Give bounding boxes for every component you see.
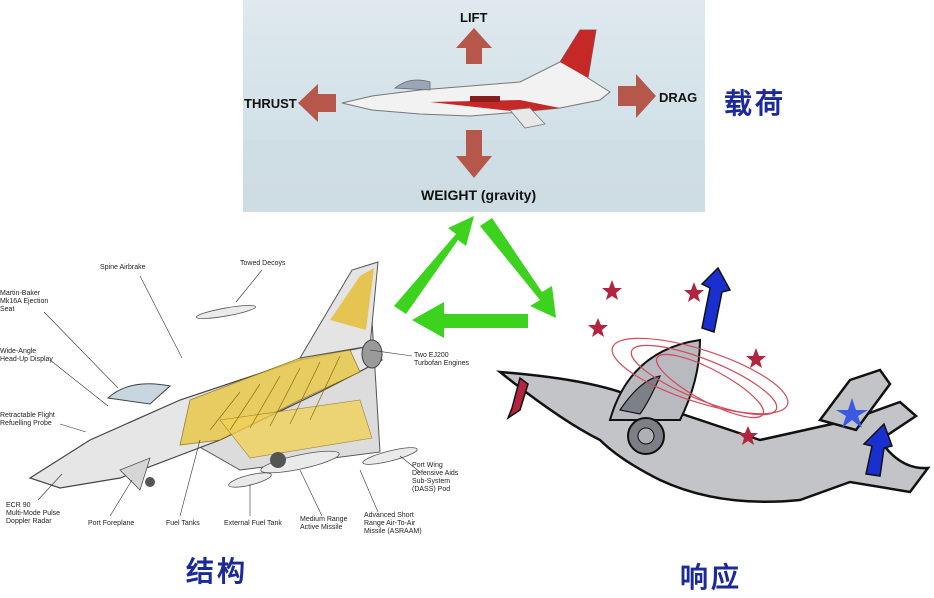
drag-label: DRAG bbox=[659, 90, 698, 105]
callout-engines: Two EJ200 Turbofan Engines bbox=[414, 352, 469, 367]
drag-arrow bbox=[618, 74, 656, 118]
cycle-arrow-to-loads bbox=[394, 216, 474, 314]
response-label: 响应 bbox=[680, 561, 743, 594]
callout-spine-airbrake: Spine Airbrake bbox=[100, 264, 146, 271]
structure-label: 结构 bbox=[186, 555, 249, 588]
callout-towed-decoys: Towed Decoys bbox=[240, 260, 286, 267]
weight-arrow bbox=[456, 130, 492, 178]
cycle-arrow-to-response bbox=[480, 218, 556, 318]
callout-radar: ECR 90 Multi-Mode Pulse Doppler Radar bbox=[6, 502, 61, 525]
f16-aircraft bbox=[341, 29, 611, 129]
lift-label: LIFT bbox=[460, 10, 488, 25]
callout-refuelling-probe: Retractable Flight Refuelling Probe bbox=[0, 412, 55, 427]
callout-dass-pod: Port Wing Defensive Aids Sub-System (DAS… bbox=[412, 462, 459, 493]
loads-label: 载荷 bbox=[724, 87, 787, 120]
callout-foreplane: Port Foreplane bbox=[88, 520, 135, 527]
structure-cutaway-jet bbox=[28, 261, 421, 517]
callout-asraam: Advanced Short Range Air-To-Air Missile … bbox=[364, 512, 422, 535]
callout-ejection-seat: Martin-Baker Mk16A Ejection Seat bbox=[0, 290, 49, 313]
response-cartoon-jet bbox=[496, 266, 931, 504]
callout-hud: Wide-Angle Head-Up Display bbox=[0, 348, 53, 363]
callout-external-tank: External Fuel Tank bbox=[224, 520, 282, 527]
lift-arrow bbox=[456, 28, 492, 64]
cycle-arrow-to-structure bbox=[412, 302, 528, 338]
thrust-label: THRUST bbox=[244, 96, 297, 111]
callout-fuel-tanks: Fuel Tanks bbox=[166, 520, 200, 527]
thrust-arrow bbox=[298, 84, 336, 122]
callout-mrm: Medium Range Active Missile bbox=[300, 516, 348, 531]
weight-label: WEIGHT (gravity) bbox=[421, 187, 537, 203]
